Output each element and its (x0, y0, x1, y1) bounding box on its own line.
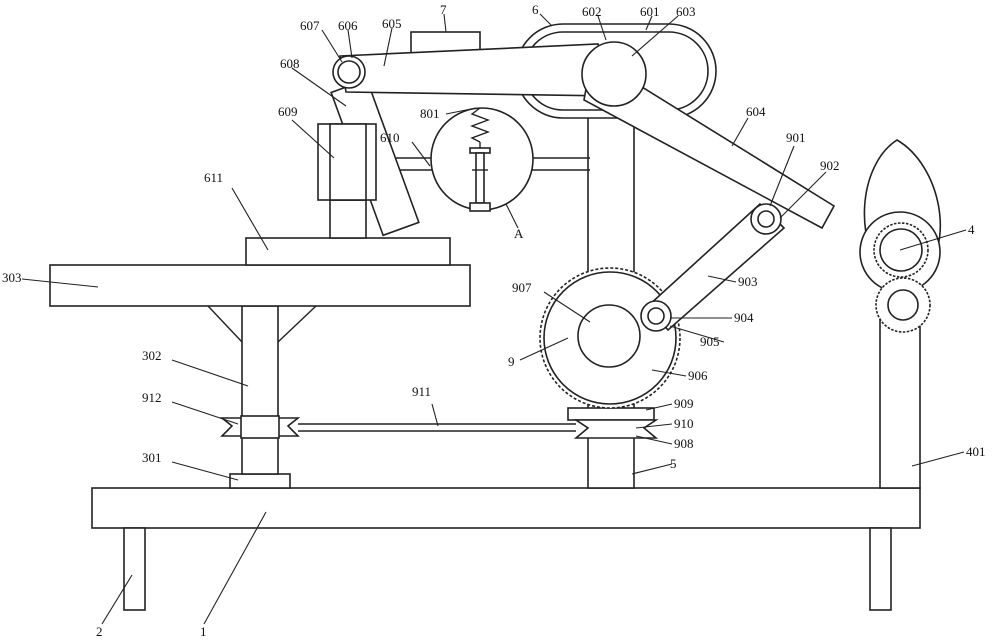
label-907: 907 (512, 280, 532, 295)
label-912: 912 (142, 390, 162, 405)
label-601: 601 (640, 4, 660, 19)
label-606: 606 (338, 18, 358, 33)
label-908: 908 (674, 436, 694, 451)
pulley-603 (581, 41, 647, 107)
label-801: 801 (420, 106, 440, 121)
label-301: 301 (142, 450, 162, 465)
right-support (879, 319, 921, 489)
label-303: 303 (2, 270, 22, 285)
label-604: 604 (746, 104, 766, 119)
gear-hub-907 (577, 304, 641, 368)
label-904: 904 (734, 310, 754, 325)
label-903: 903 (738, 274, 758, 289)
spring (470, 107, 490, 143)
right-pulley (573, 419, 659, 439)
label-909: 909 (674, 396, 694, 411)
label-302: 302 (142, 348, 162, 363)
pulley-plate-909 (567, 407, 655, 421)
label-605: 605 (382, 16, 402, 31)
label-610: 610 (380, 130, 400, 145)
label-602: 602 (582, 4, 602, 19)
label-4: 4 (968, 222, 975, 237)
label-607: 607 (300, 18, 320, 33)
label-9: 9 (508, 354, 515, 369)
label-5: 5 (670, 456, 677, 471)
label-1: 1 (200, 624, 207, 639)
label-902: 902 (820, 158, 840, 173)
column-foot-block (229, 473, 291, 489)
label-911: 911 (412, 384, 431, 399)
label-A: A (514, 226, 524, 241)
label-7: 7 (440, 2, 447, 17)
label-603: 603 (676, 4, 696, 19)
label-401: 401 (966, 444, 986, 459)
arm-605 (339, 43, 618, 97)
label-2: 2 (96, 624, 103, 639)
left-column (241, 305, 279, 475)
label-906: 906 (688, 368, 708, 383)
left-leg (123, 527, 146, 611)
clamp-block (245, 237, 451, 266)
label-901: 901 (786, 130, 806, 145)
guide-rod (329, 199, 367, 239)
label-910: 910 (674, 416, 694, 431)
label-608: 608 (280, 56, 300, 71)
label-611: 611 (204, 170, 223, 185)
label-905: 905 (700, 334, 720, 349)
base-plate (91, 487, 921, 529)
right-leg (869, 527, 892, 611)
label-609: 609 (278, 104, 298, 119)
label-6: 6 (532, 2, 539, 17)
work-table (49, 264, 471, 307)
